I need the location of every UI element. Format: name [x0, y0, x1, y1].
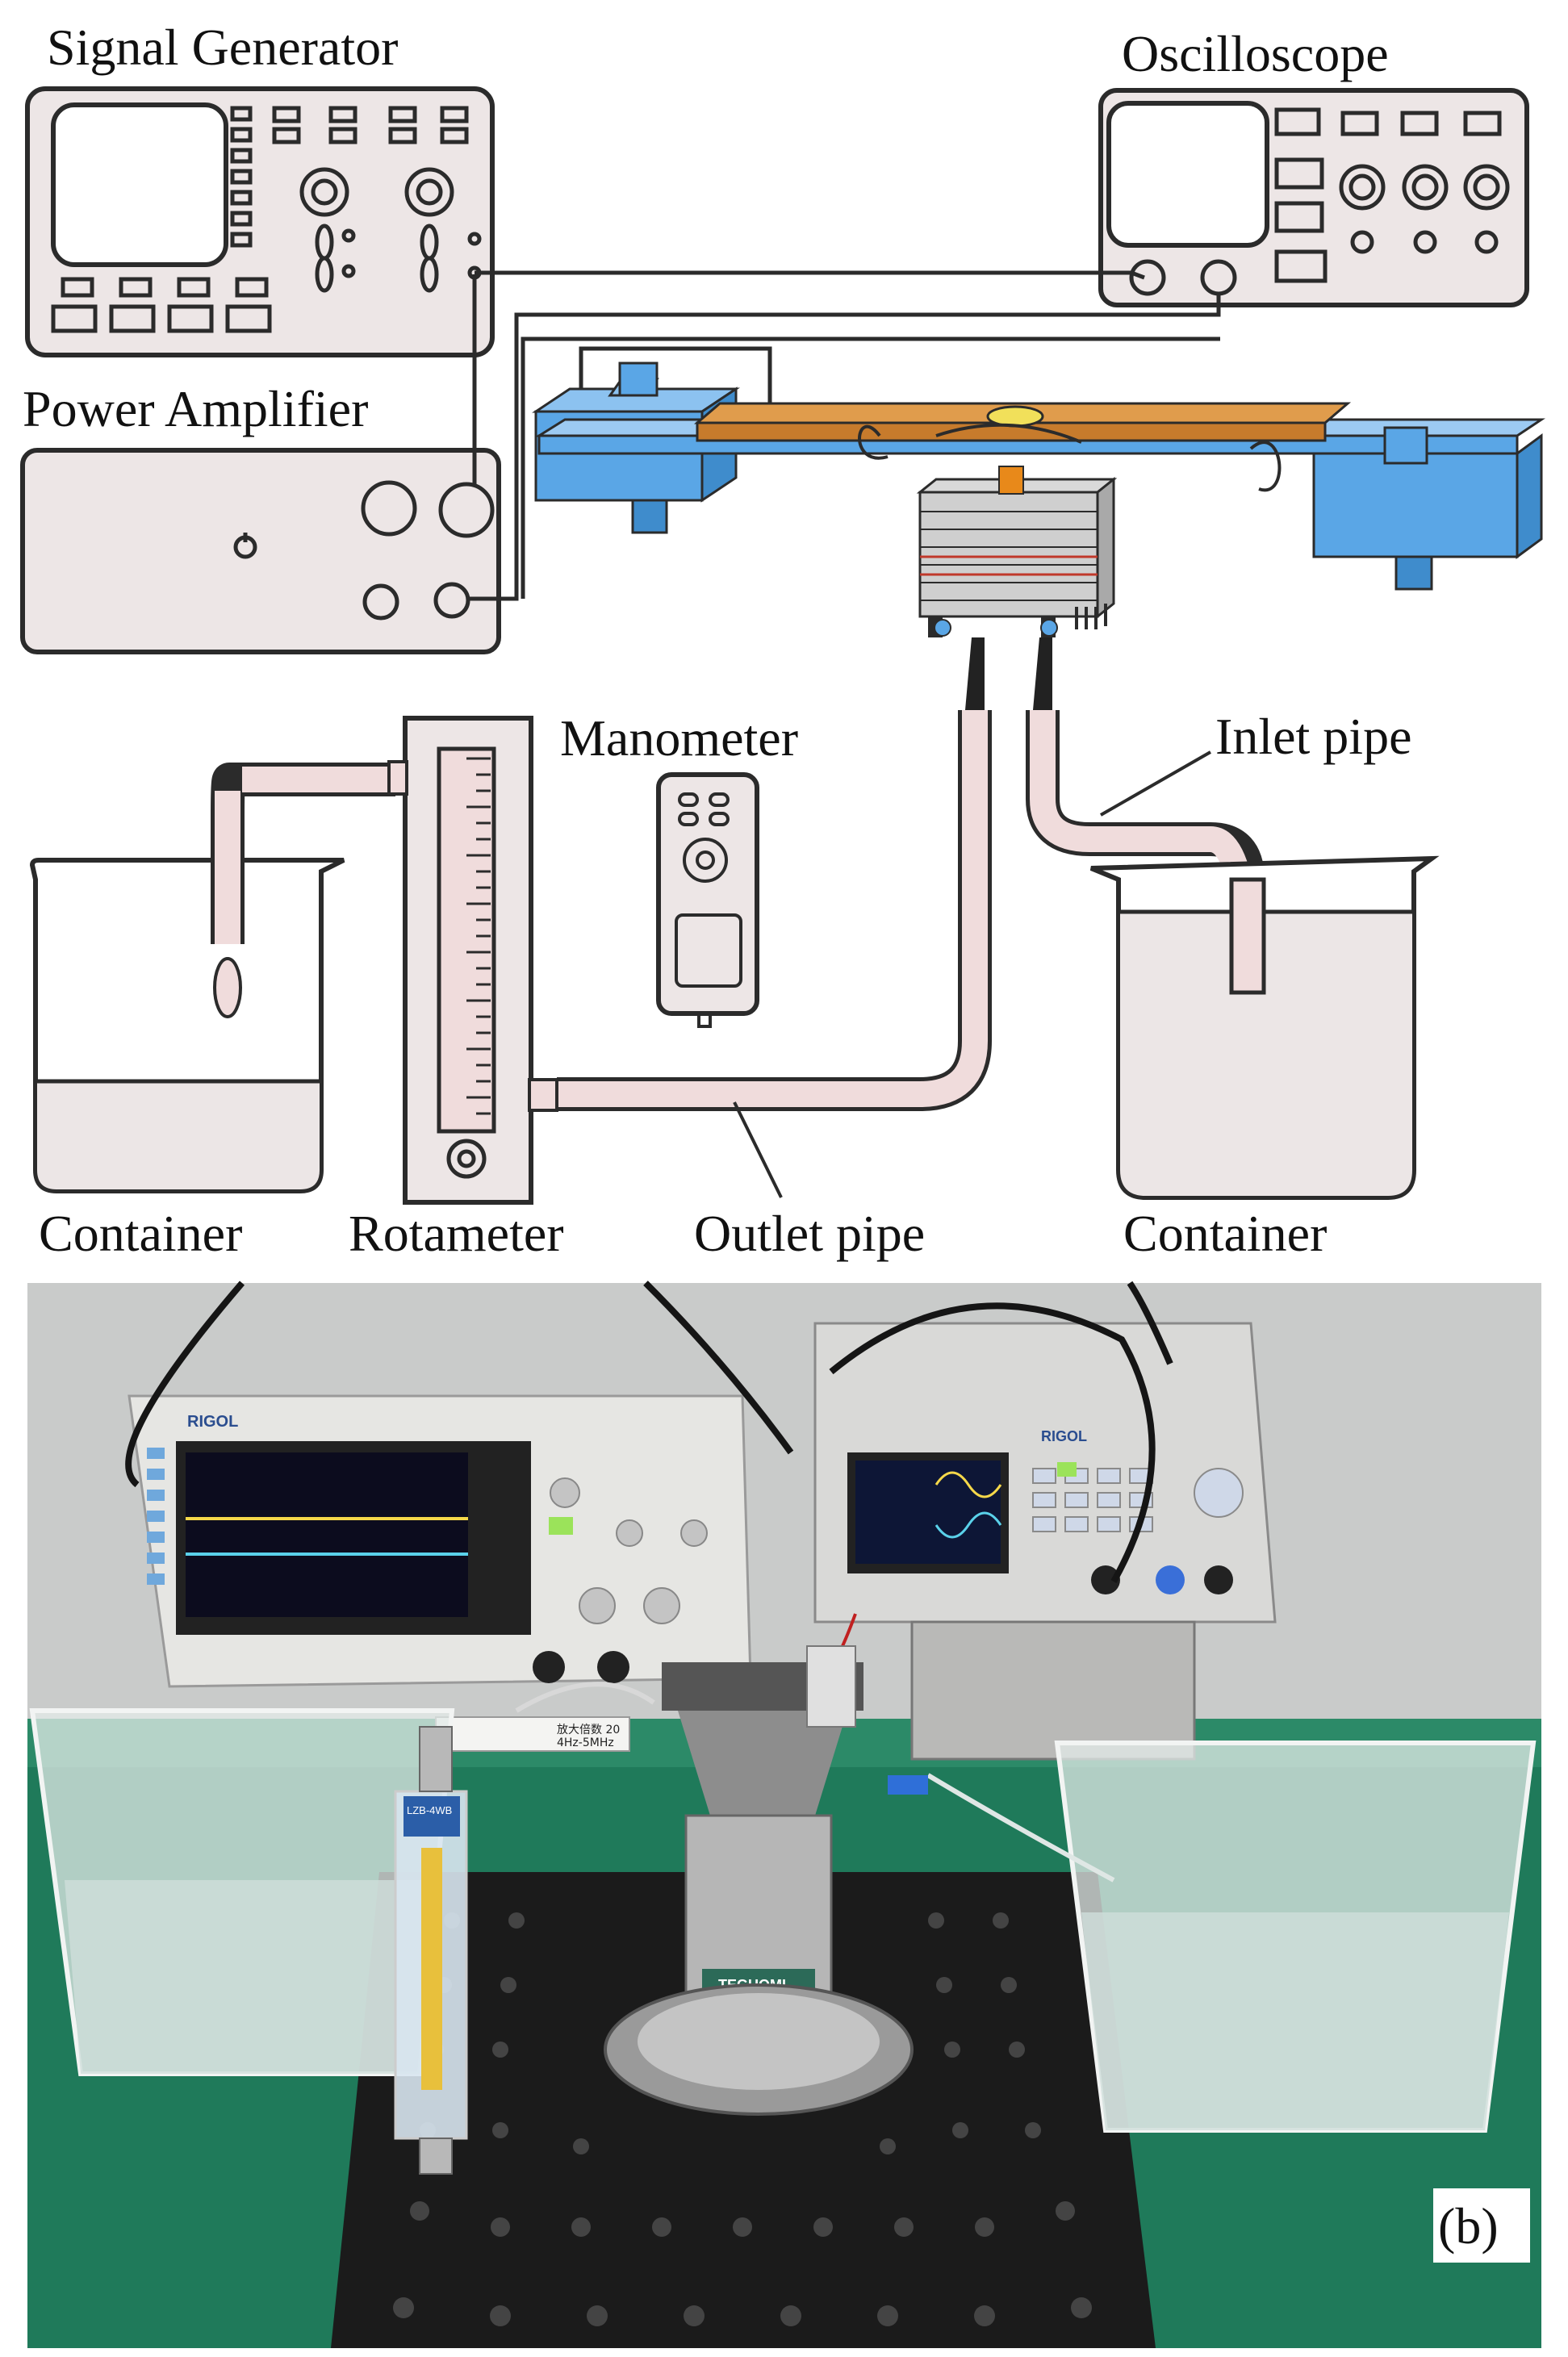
power-amplifier-label: Power Amplifier: [23, 380, 368, 437]
photo-pump-stand: TEGUOMI: [604, 1645, 914, 2116]
power-amplifier-device: [20, 448, 501, 654]
signal-generator: [25, 86, 495, 357]
panel-b-tag: (b): [1438, 2197, 1499, 2255]
container-left-label: Container: [39, 1205, 242, 1262]
rotameter-label-text: LZB-4WB: [407, 1804, 452, 1816]
oscilloscope-device: [1098, 88, 1529, 307]
container-left: [29, 763, 403, 1193]
rotameter-device: [387, 716, 558, 1205]
container-right-label: Container: [1123, 1205, 1327, 1262]
signal-generator-label: Signal Generator: [47, 19, 398, 76]
photo-rotameter: LZB-4WB: [394, 1726, 468, 2175]
oscilloscope-brand: RIGOL: [187, 1413, 238, 1431]
generator-screen: [51, 102, 228, 267]
outlet-pipe-label: Outlet pipe: [694, 1205, 925, 1262]
signal-cables: [468, 270, 1221, 601]
container-right: [1089, 855, 1440, 1200]
outlet-pipe: [557, 710, 992, 1111]
photo-note-bandwidth: 4Hz-5MHz: [557, 1736, 614, 1749]
photo-oscilloscope: RIGOL: [128, 1394, 752, 1688]
photo-container-right: [888, 1741, 1537, 2133]
inlet-pipe-label: Inlet pipe: [1215, 708, 1411, 765]
generator-brand: RIGOL: [1041, 1428, 1087, 1444]
rotameter-label: Rotameter: [349, 1205, 564, 1262]
manometer-device: [656, 772, 759, 1028]
oscilloscope-screen: [1106, 101, 1269, 248]
oscilloscope-label: Oscilloscope: [1122, 25, 1389, 82]
photo-note-gain: 放大倍数 20: [557, 1724, 620, 1736]
manometer-label: Manometer: [560, 709, 798, 767]
photo-signal-generator: RIGOL: [813, 1322, 1277, 1624]
outlet-pipe-leader: [733, 1101, 783, 1198]
piezo-pump-assembly: [532, 361, 1545, 710]
panel-a-diagram: Signal Generator Oscilloscope Power Ampl…: [20, 19, 1545, 1262]
panel-b-photo: RIGOL RIGOL: [27, 1281, 1541, 2348]
photo-power-amplifier: [910, 1620, 1196, 1761]
photo-container-left: [29, 1708, 455, 2076]
